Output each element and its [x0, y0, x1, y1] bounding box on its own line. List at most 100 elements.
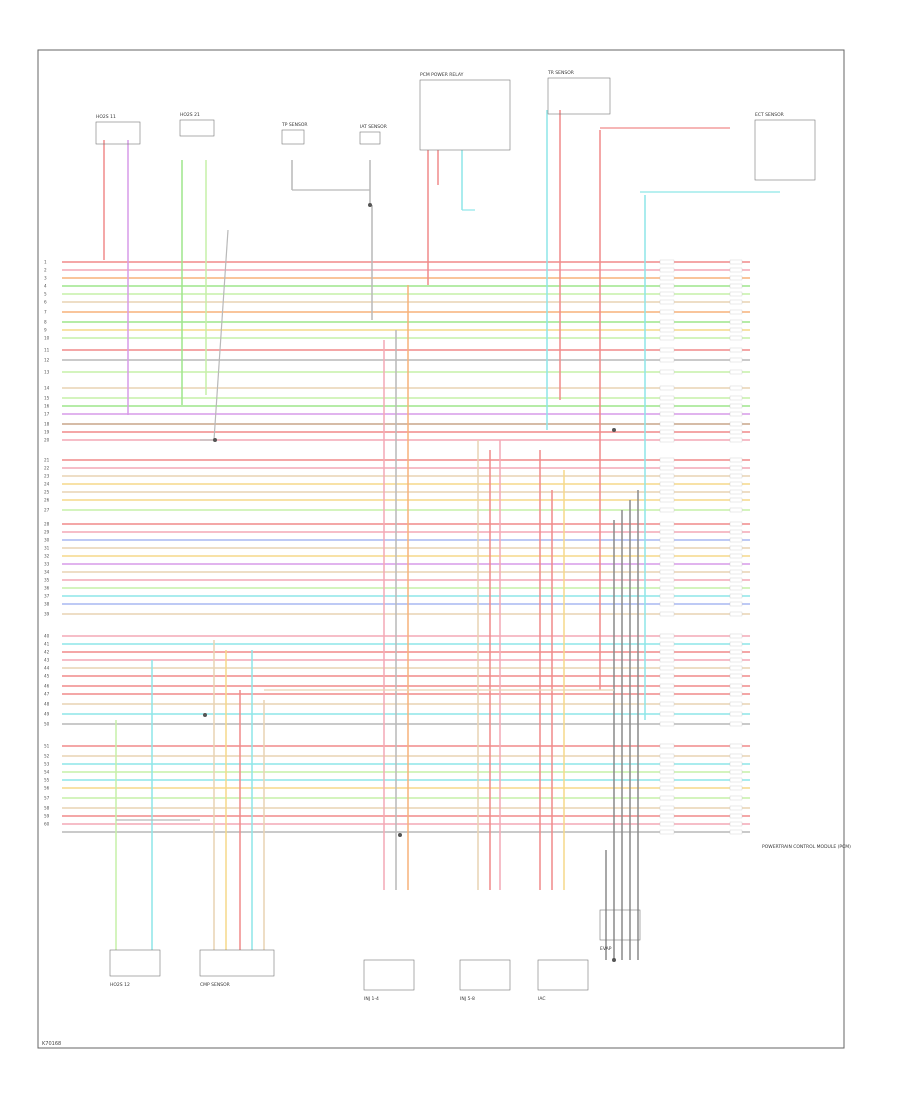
component-label-evap: EVAP [600, 946, 612, 952]
pin-box [659, 369, 675, 375]
pin-box [729, 275, 743, 281]
pin-box [659, 577, 675, 583]
row-number: 37 [44, 594, 50, 599]
pin-box [659, 473, 675, 479]
pin-box [729, 437, 743, 443]
pin-box [729, 545, 743, 551]
pin-box [729, 641, 743, 647]
pin-box [659, 753, 675, 759]
pin-box [729, 395, 743, 401]
row-numbers: 1234567891011121314151617181920212223242… [44, 260, 50, 827]
component-ect [754, 119, 816, 181]
pin-box [729, 299, 743, 305]
pin-box [729, 411, 743, 417]
row-number: 47 [44, 692, 50, 697]
pin-box [659, 665, 675, 671]
component-label-trs: TR SENSOR [547, 70, 574, 76]
pin-box [659, 327, 675, 333]
pin-box [659, 545, 675, 551]
pin-box [659, 649, 675, 655]
pin-box [729, 481, 743, 487]
vertical-wires [103, 110, 780, 960]
pin-box [729, 385, 743, 391]
splice-dot [612, 428, 616, 432]
pin-box [659, 429, 675, 435]
pin-box [659, 291, 675, 297]
component-label-relay: PCM POWER RELAY [420, 72, 464, 78]
pin-box [729, 291, 743, 297]
row-number: 21 [44, 458, 50, 463]
pin-box [659, 561, 675, 567]
row-number: 7 [44, 310, 47, 315]
row-number: 34 [44, 570, 50, 575]
pin-box [659, 507, 675, 513]
pin-box [659, 795, 675, 801]
component-o2-bank2-up [179, 119, 215, 137]
pin-box [659, 309, 675, 315]
pin-box [729, 429, 743, 435]
row-number: 32 [44, 554, 50, 559]
figure-id: K70168 [42, 1041, 61, 1047]
pin-box [659, 275, 675, 281]
pin-box [659, 267, 675, 273]
pin-box [659, 283, 675, 289]
row-number: 9 [44, 328, 47, 333]
pin-box [729, 761, 743, 767]
pin-box [729, 785, 743, 791]
pin-box [729, 421, 743, 427]
component-label-injector-bank2: INJ 5-8 [460, 996, 475, 1002]
row-number: 10 [44, 336, 50, 341]
component-injector-bank3 [537, 959, 589, 991]
pin-box [659, 553, 675, 559]
component-label-cmp-sensor: CMP SENSOR [200, 982, 230, 988]
row-number: 42 [44, 650, 50, 655]
row-number: 26 [44, 498, 50, 503]
pin-box [659, 395, 675, 401]
row-number: 17 [44, 412, 50, 417]
row-number: 60 [44, 822, 50, 827]
row-number: 18 [44, 422, 50, 427]
row-number: 5 [44, 292, 47, 297]
pin-box [659, 437, 675, 443]
pin-box [659, 529, 675, 535]
pin-box [729, 335, 743, 341]
row-number: 33 [44, 562, 50, 567]
splice-dot [398, 833, 402, 837]
pin-box [659, 829, 675, 835]
horizontal-wires [62, 259, 750, 835]
row-number: 15 [44, 396, 50, 401]
row-number: 58 [44, 806, 50, 811]
row-number: 19 [44, 430, 50, 435]
pin-box [729, 327, 743, 333]
pin-box [729, 691, 743, 697]
component-label-ect: ECT SENSOR [755, 112, 784, 118]
pin-box [729, 309, 743, 315]
pin-box [729, 721, 743, 727]
row-number: 20 [44, 438, 50, 443]
row-number: 3 [44, 276, 47, 281]
row-number: 29 [44, 530, 50, 535]
pin-box [659, 657, 675, 663]
pin-box [729, 521, 743, 527]
splice-dot [213, 438, 217, 442]
row-number: 16 [44, 404, 50, 409]
component-injector-bank1 [363, 959, 415, 991]
component-evap [599, 909, 641, 941]
pin-box [729, 561, 743, 567]
pin-box [729, 795, 743, 801]
row-number: 48 [44, 702, 50, 707]
pin-box [659, 785, 675, 791]
pin-box [729, 683, 743, 689]
component-injector-bank2 [459, 959, 511, 991]
row-number: 24 [44, 482, 50, 487]
pin-box [729, 497, 743, 503]
pin-box [729, 585, 743, 591]
pin-box [659, 521, 675, 527]
pin-box [659, 673, 675, 679]
pin-box [659, 721, 675, 727]
row-number: 13 [44, 370, 50, 375]
pin-box [659, 821, 675, 827]
row-number: 57 [44, 796, 50, 801]
pin-box [729, 369, 743, 375]
